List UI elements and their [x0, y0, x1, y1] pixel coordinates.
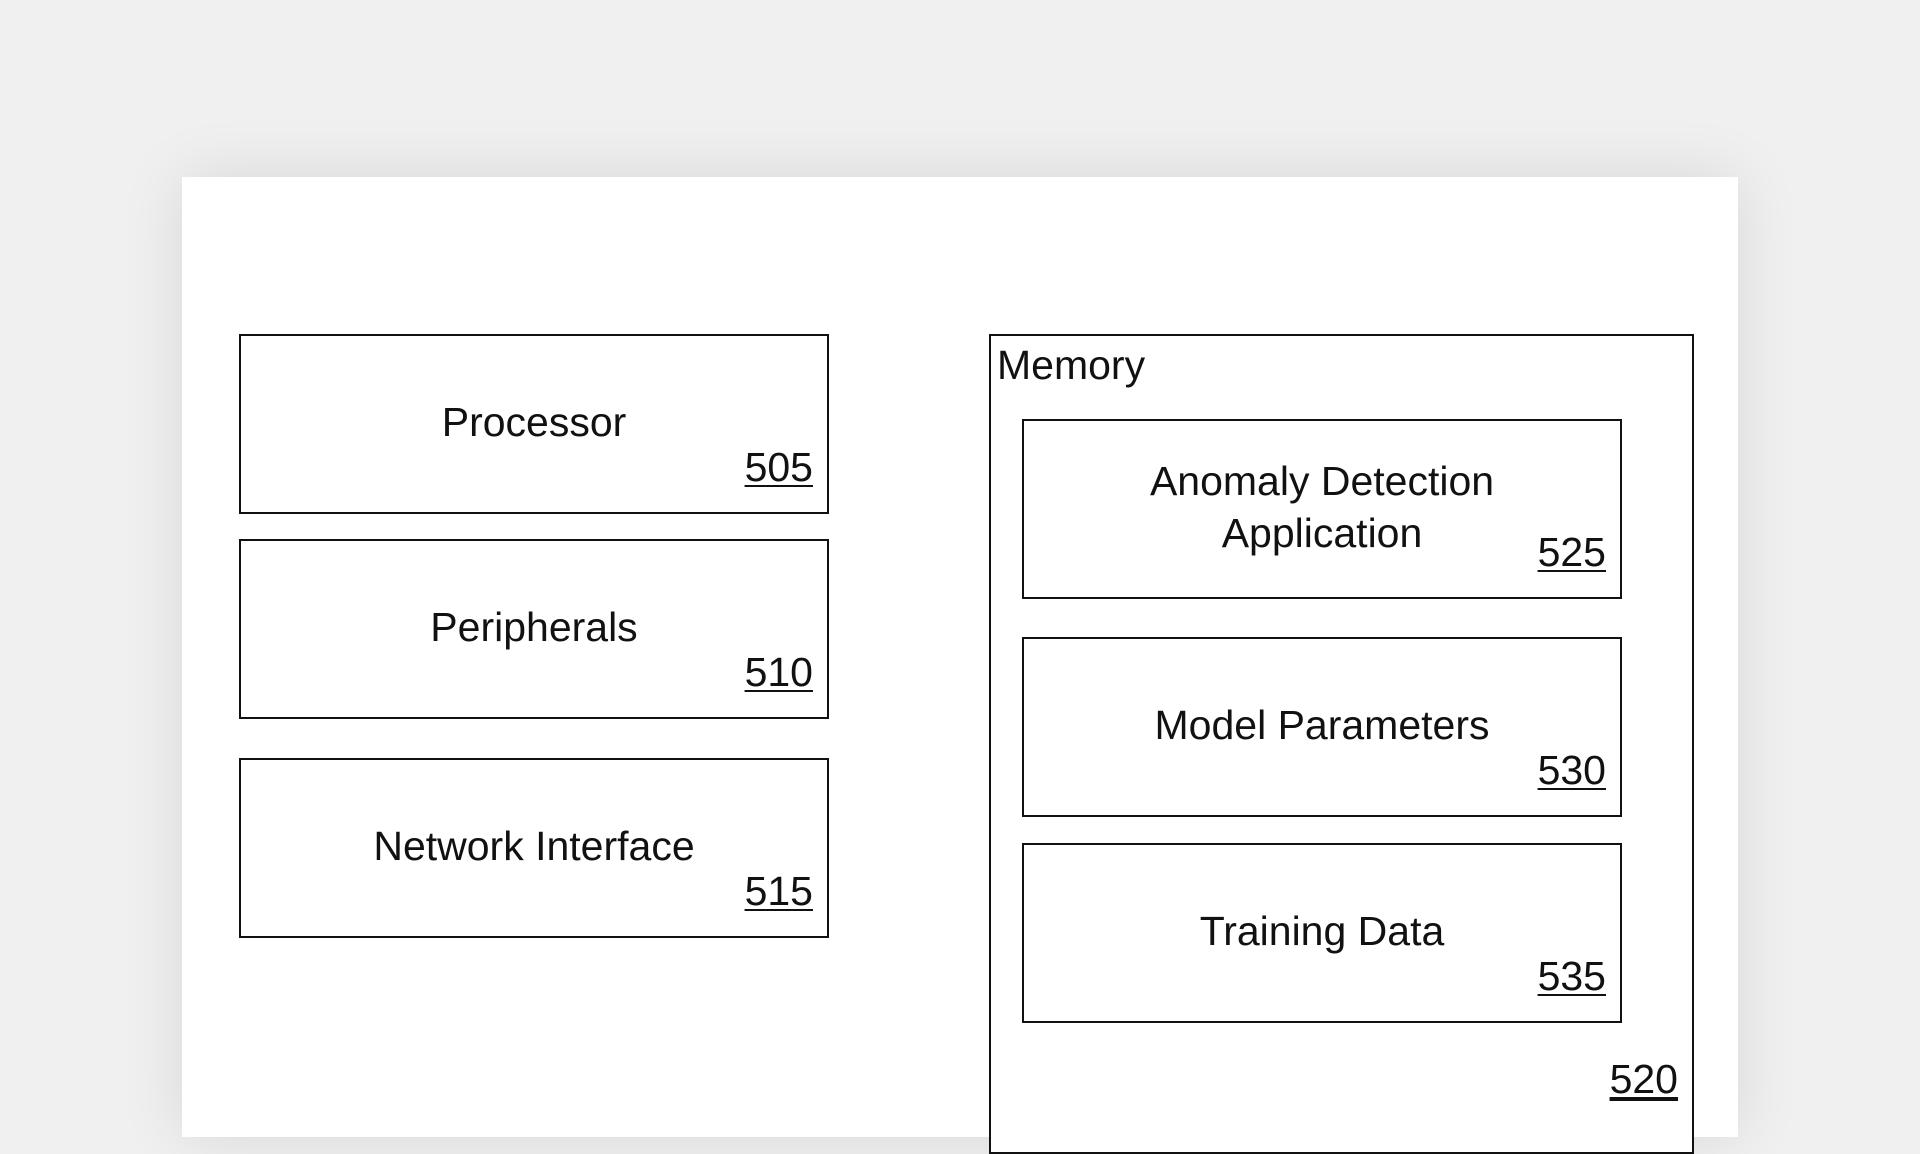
- model-parameters-label: Model Parameters: [1154, 702, 1490, 748]
- anomaly-detection-label-line1: Anomaly Detection: [1149, 458, 1495, 504]
- processor-block: Processor 505: [239, 334, 829, 514]
- diagram-sheet: Processor 505 Peripherals 510 Network In…: [182, 177, 1738, 1154]
- processor-ref: 505: [744, 444, 813, 490]
- network-interface-block: Network Interface 515: [239, 758, 829, 938]
- peripherals-block: Peripherals 510: [239, 539, 829, 719]
- anomaly-detection-label-line2: Application: [1221, 510, 1423, 556]
- training-data-ref: 535: [1537, 953, 1606, 999]
- training-data-block: Training Data 535: [1022, 843, 1622, 1023]
- peripherals-label: Peripherals: [430, 604, 638, 650]
- model-parameters-block: Model Parameters 530: [1022, 637, 1622, 817]
- memory-block: Memory Anomaly Detection Application 525…: [989, 334, 1694, 1154]
- training-data-label: Training Data: [1199, 908, 1445, 954]
- anomaly-detection-ref: 525: [1537, 529, 1606, 575]
- memory-title: Memory: [997, 342, 1146, 388]
- network-interface-ref: 515: [744, 868, 813, 914]
- model-parameters-ref: 530: [1537, 747, 1606, 793]
- peripherals-ref: 510: [744, 649, 813, 695]
- anomaly-detection-application-block: Anomaly Detection Application 525: [1022, 419, 1622, 599]
- processor-label: Processor: [441, 399, 627, 445]
- network-interface-label: Network Interface: [373, 823, 695, 869]
